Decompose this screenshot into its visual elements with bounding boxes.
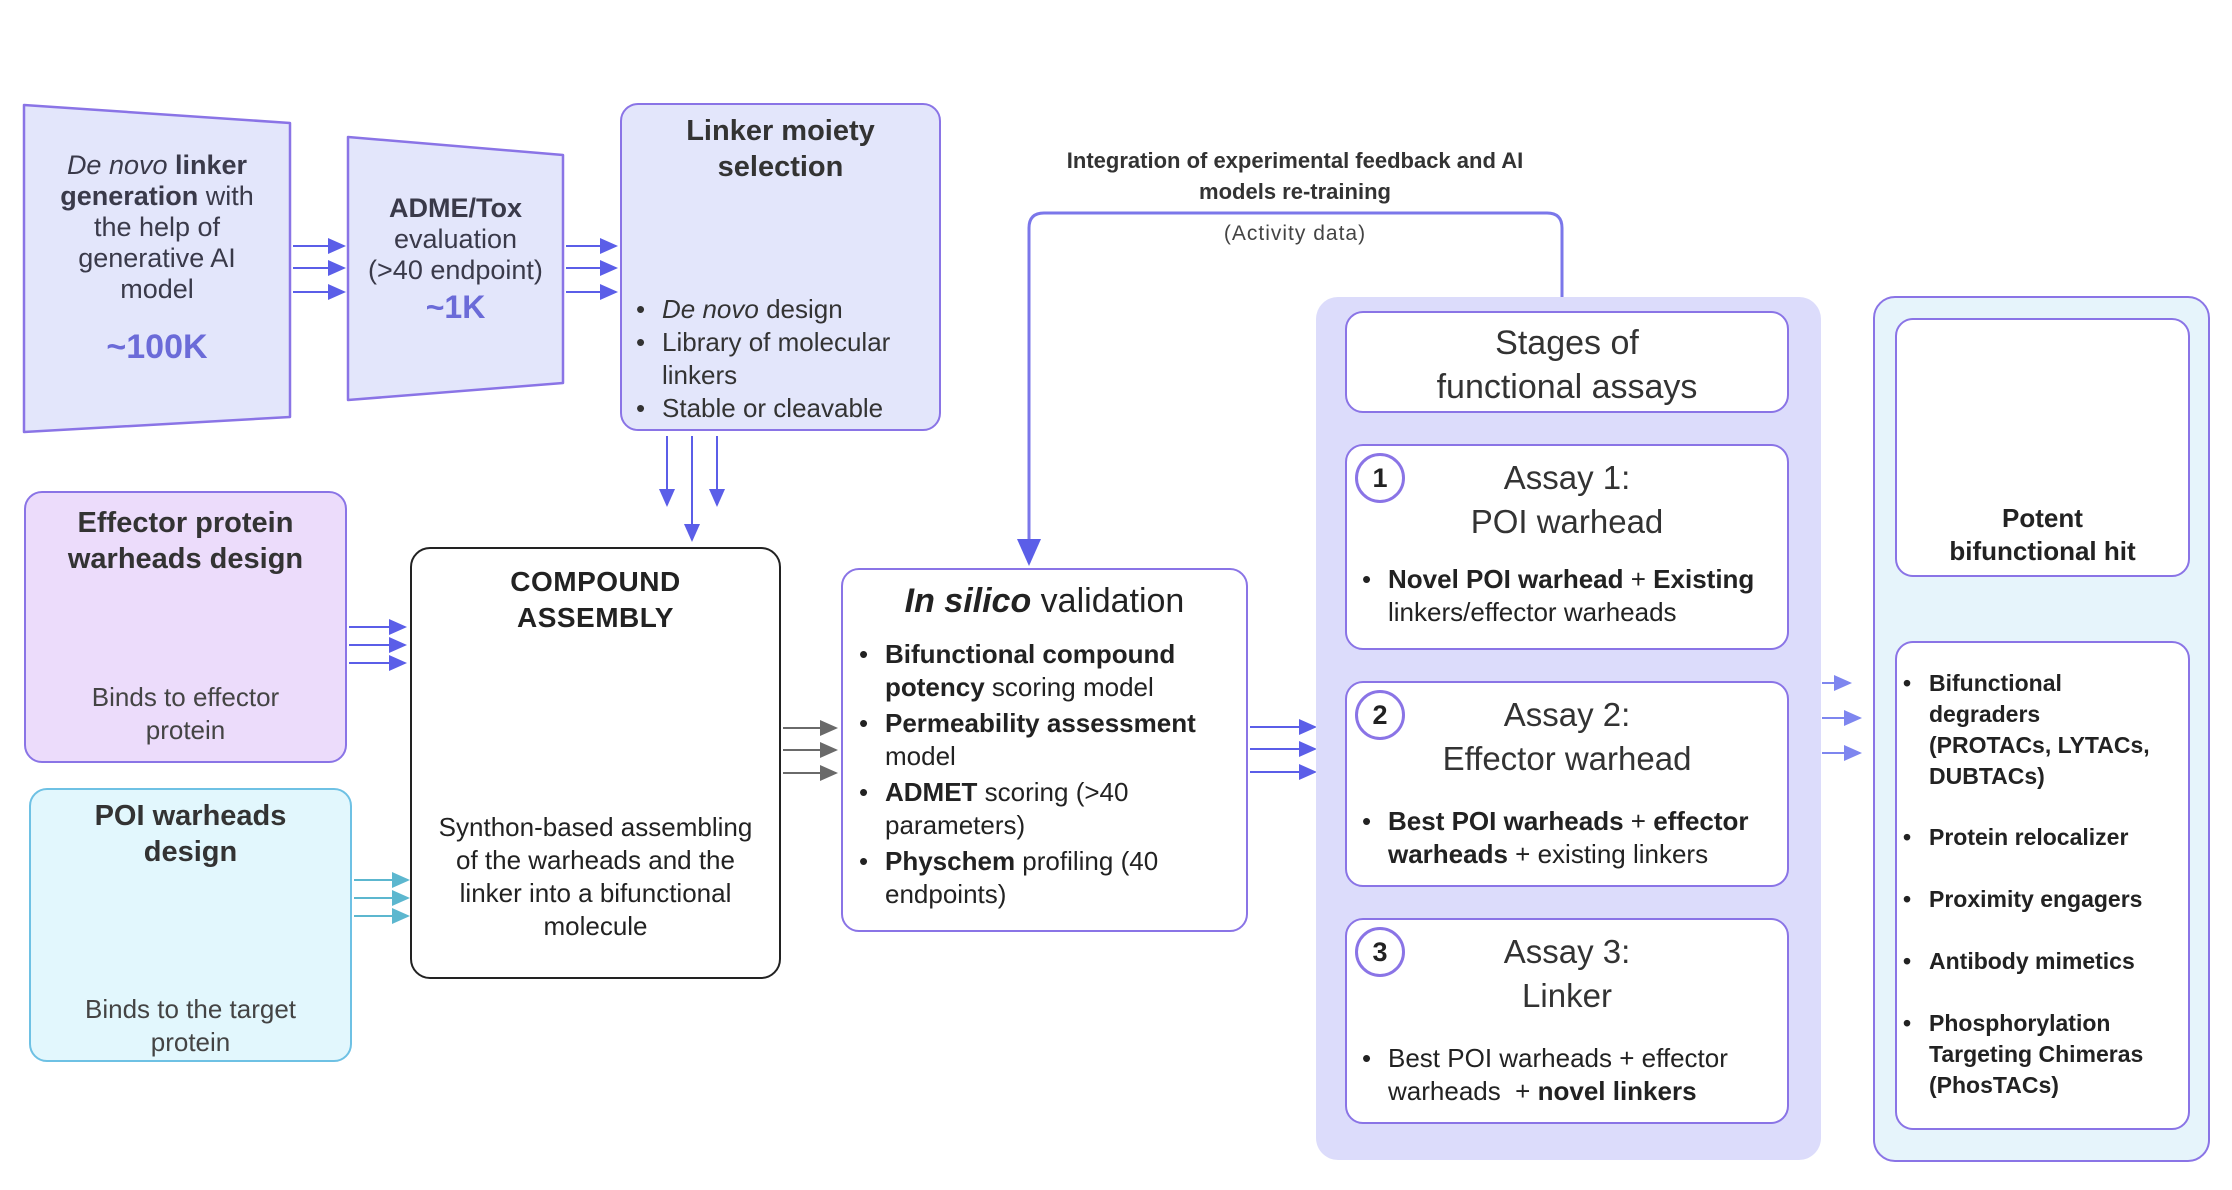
linker-selection-title-2: selection xyxy=(717,151,844,183)
linker-generation-line4: generative AI xyxy=(78,243,236,273)
assembly-caption-2: of the warheads and the xyxy=(456,845,735,875)
effector-caption-1: Binds to effector xyxy=(91,682,280,712)
effector-caption-2: protein xyxy=(145,715,226,745)
hit-list-item-3: Proximity engagers xyxy=(1903,884,2150,915)
hit-line2: bifunctional hit xyxy=(1949,536,2136,566)
assay1-box: Assay 1: POI warhead •Novel POI warhead … xyxy=(1345,444,1789,650)
linker-selection-panel: Linker moiety selection De novo design L… xyxy=(620,103,941,431)
adme-shape xyxy=(346,135,565,402)
assembly-title-1: COMPOUND xyxy=(510,566,681,597)
poi-panel: POI warheads design Binds to the target … xyxy=(29,788,352,1062)
linker-generation-line1: De novo linker xyxy=(66,150,248,180)
effector-title-1: Effector protein xyxy=(77,507,294,539)
feedback-line1: Integration of experimental feedback and… xyxy=(1066,148,1524,173)
assembly-caption-3: linker into a bifunctional xyxy=(459,878,732,908)
hit-box: Potent bifunctional hit xyxy=(1895,318,2190,577)
feedback-label: Integration of experimental feedback and… xyxy=(1020,145,1570,207)
assembly-panel: COMPOUND ASSEMBLY Synthon-based assembli… xyxy=(410,547,781,979)
linker-selection-title-1: Linker moiety xyxy=(686,115,875,147)
linker-generation-line3: the help of xyxy=(93,212,221,242)
linker-generation-line2: generation with xyxy=(60,181,254,211)
stages-title-1: Stages of xyxy=(1495,324,1639,362)
assay1-title-2: POI warhead xyxy=(1470,503,1664,540)
assay2-title-2: Effector warhead xyxy=(1442,740,1692,777)
adme-panel: ADME/Tox evaluation (>40 endpoint) ~1K xyxy=(348,193,563,323)
adme-title: ADME/Tox xyxy=(389,193,522,223)
stages-title-box: Stages of functional assays xyxy=(1345,311,1789,413)
hit-list-item-4: Antibody mimetics xyxy=(1903,946,2150,977)
effector-title-2: warheads design xyxy=(67,543,304,575)
stages-title-2: functional assays xyxy=(1436,368,1698,406)
assay2-box: Assay 2: Effector warhead •Best POI warh… xyxy=(1345,681,1789,887)
poi-caption-2: protein xyxy=(150,1027,231,1057)
assay1-desc: •Novel POI warhead + Existing linkers/ef… xyxy=(1362,564,1755,627)
assay2-title-1: Assay 2: xyxy=(1503,696,1631,733)
linker-selection-item-1: De novo design xyxy=(636,293,890,326)
feedback-loop-arrow xyxy=(1017,211,1564,566)
assay2-desc: •Best POI warheads + effector warheads +… xyxy=(1362,806,1749,869)
assembly-caption-1: Synthon-based assembling xyxy=(438,812,753,842)
hit-list-item-2: Protein relocalizer xyxy=(1903,822,2150,853)
linker-generation-count: ~100K xyxy=(106,328,208,366)
assembly-caption-4: molecule xyxy=(543,911,648,941)
assay3-title-2: Linker xyxy=(1522,977,1612,1014)
insilico-panel: In silico validation Bifunctional compou… xyxy=(841,568,1248,932)
effector-panel: Effector protein warheads design Binds t… xyxy=(24,491,347,763)
adme-line2: evaluation xyxy=(393,224,518,254)
poi-caption-1: Binds to the target xyxy=(84,994,297,1024)
assay3-box: Assay 3: Linker •Best POI warheads + eff… xyxy=(1345,918,1789,1124)
feedback-line2: models re-training xyxy=(1199,179,1391,204)
assay2-number-badge: 2 xyxy=(1355,690,1405,740)
hit-line1: Potent xyxy=(2002,503,2083,533)
linker-generation-shape xyxy=(22,103,292,434)
linker-selection-item-3: Stable or cleavable xyxy=(636,392,890,425)
adme-count: ~1K xyxy=(425,289,486,325)
linker-generation-panel: De novo linker generation with the help … xyxy=(24,150,290,366)
poi-title-2: design xyxy=(143,836,238,868)
assay1-number-badge: 1 xyxy=(1355,453,1405,503)
linker-selection-list: De novo design Library of molecularlinke… xyxy=(624,293,890,425)
assay3-number-badge: 3 xyxy=(1355,927,1405,977)
assembly-title-2: ASSEMBLY xyxy=(516,602,674,633)
assay3-title-1: Assay 3: xyxy=(1503,933,1631,970)
feedback-sublabel: (Activity data) xyxy=(1223,222,1367,245)
adme-line3: (>40 endpoint) xyxy=(368,255,543,285)
insilico-title: In silico validation xyxy=(904,582,1185,620)
linker-generation-line5: model xyxy=(120,274,194,304)
assay1-title-1: Assay 1: xyxy=(1503,459,1631,496)
poi-title-1: POI warheads xyxy=(94,800,287,832)
assay3-desc: •Best POI warheads + effector warheads +… xyxy=(1362,1043,1728,1106)
